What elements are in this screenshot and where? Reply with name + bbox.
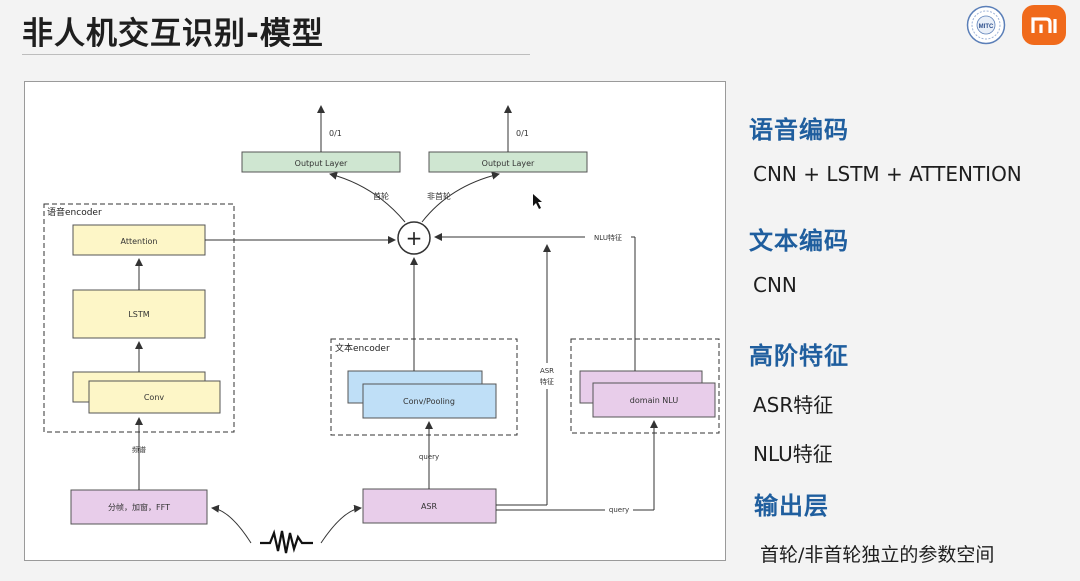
asr-feature-label-line2: 特征 [540,377,554,386]
concat-plus-node [397,221,431,255]
slide-title: 非人机交互识别-模型 [22,16,324,52]
text-encoder-group [330,338,518,436]
speech-encoding-body: CNN + LSTM + ATTENTION [753,162,1022,186]
asr-feature-text: ASR特征 [753,393,834,417]
title-divider [22,54,530,55]
lstm-block [72,289,206,339]
speech-encoding-heading: 语音编码 [749,116,849,144]
conv-label: Conv [144,393,165,402]
domain-nlu-label: domain NLU [630,396,679,405]
output-layer-nonfirst-label: Output Layer [482,159,535,168]
nlu-feature-text: NLU特征 [753,442,833,466]
asr-feature-label-line1: ASR [540,367,554,375]
model-diagram: Output Layer Output Layer 0/1 0/1 首轮 非首轮… [24,81,726,561]
branch-nonfirst-label: 非首轮 [427,191,451,201]
text-encoding-body: CNN [753,273,797,297]
speech-encoder-label: 语音encoder [47,206,102,218]
asr-block [362,488,497,524]
text-encoding-heading: 文本编码 [749,227,849,255]
mitc-logo-icon: MITC [966,5,1006,45]
domain-nlu-block [592,382,716,418]
preprocess-label: 分帧，加窗，FFT [108,502,170,512]
high-order-heading: 高阶特征 [749,342,849,370]
output-value-nonfirst: 0/1 [516,129,529,138]
nlu-group [570,338,720,434]
output-value-first: 0/1 [329,129,342,138]
nlu-feature-label: NLU特征 [594,233,622,242]
output-layer-heading: 输出层 [754,492,829,520]
plus-symbol: + [406,226,423,250]
mitc-logo-label: MITC [979,24,994,30]
conv-pooling-label: Conv/Pooling [403,397,455,406]
asr-label: ASR [421,502,438,511]
attention-block [72,224,206,256]
preprocess-block [70,489,208,525]
conv-pooling-block [362,383,497,419]
branch-first-label: 首轮 [373,191,389,201]
mouse-cursor-icon [533,194,542,209]
query-label-nlu: query [609,506,629,514]
conv-block [88,380,221,414]
output-layer-body: 首轮/非首轮独立的参数空间 [760,544,995,566]
xiaomi-logo-icon [1022,5,1066,45]
spectrum-label: 频谱 [132,445,146,454]
attention-label: Attention [121,237,158,246]
output-layer-first-label: Output Layer [295,159,348,168]
waveform-icon [260,529,313,554]
text-encoder-label: 文本encoder [335,342,390,354]
query-label: query [419,453,439,461]
lstm-label: LSTM [128,310,149,319]
